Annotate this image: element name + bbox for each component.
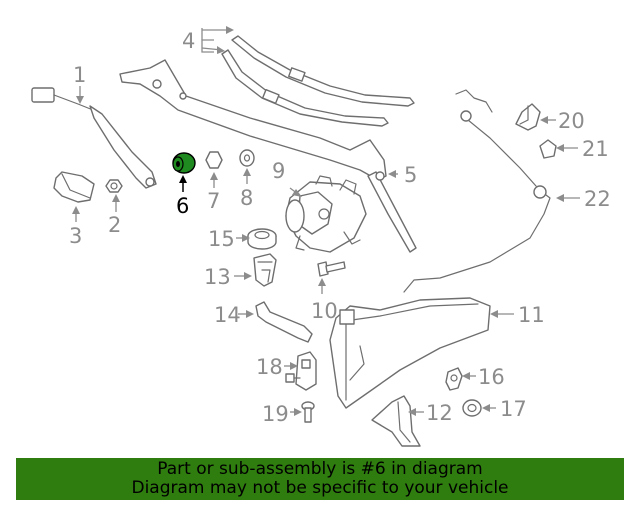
callout-21: 21 <box>582 137 609 161</box>
callout-6: 6 <box>176 194 189 218</box>
grommet-part-15 <box>247 228 277 250</box>
parts-diagram: 4 5 1 3 2 6 <box>31 26 611 447</box>
wiper-motor-part-9 <box>285 175 367 253</box>
banner-line-1: Part or sub-assembly is #6 in diagram <box>157 459 483 479</box>
hose-part-14 <box>255 301 313 343</box>
bushing-part-6 <box>172 152 196 174</box>
nut-part-7 <box>205 151 223 169</box>
bolt-part-10 <box>317 261 346 277</box>
clip-part-20 <box>515 103 541 131</box>
screw-part-19 <box>301 401 315 423</box>
callout-18: 18 <box>256 355 283 379</box>
callout-10: 10 <box>311 299 338 323</box>
info-banner: Part or sub-assembly is #6 in diagram Di… <box>16 458 624 500</box>
callout-17: 17 <box>500 397 527 421</box>
callout-16: 16 <box>478 365 505 389</box>
callout-13: 13 <box>204 265 231 289</box>
callout-7: 7 <box>207 189 220 213</box>
wiper-blades-part-4 <box>221 35 415 127</box>
callout-2: 2 <box>108 213 121 237</box>
clip-part-21 <box>539 139 557 159</box>
callout-19: 19 <box>262 402 289 426</box>
callout-3: 3 <box>69 224 82 248</box>
washer-hose-part-22 <box>403 89 551 293</box>
callout-14: 14 <box>214 303 241 327</box>
wiper-linkage-part-5 <box>119 59 417 253</box>
callout-12: 12 <box>426 401 453 425</box>
washer-reservoir-part-11 <box>329 297 491 409</box>
cover-cap-part-3 <box>53 171 95 203</box>
washer-part-8 <box>239 149 255 167</box>
callout-5: 5 <box>404 163 417 187</box>
callout-8: 8 <box>240 186 253 210</box>
callout-22: 22 <box>584 187 611 211</box>
grommet-part-17 <box>462 399 482 417</box>
wiper-arm-part-1 <box>31 87 157 189</box>
callout-20: 20 <box>558 109 585 133</box>
callout-1: 1 <box>73 63 86 87</box>
washer-pump-part-18 <box>285 351 317 391</box>
callout-11: 11 <box>518 303 545 327</box>
callout-15: 15 <box>208 227 235 251</box>
level-sensor-part-16 <box>445 367 463 391</box>
pump-bracket-part-13 <box>253 253 277 287</box>
callout-9: 9 <box>272 159 285 183</box>
banner-line-2: Diagram may not be specific to your vehi… <box>131 478 509 498</box>
callout-4: 4 <box>182 29 195 53</box>
bracket-part-12 <box>371 395 421 447</box>
nut-part-2 <box>105 179 123 193</box>
